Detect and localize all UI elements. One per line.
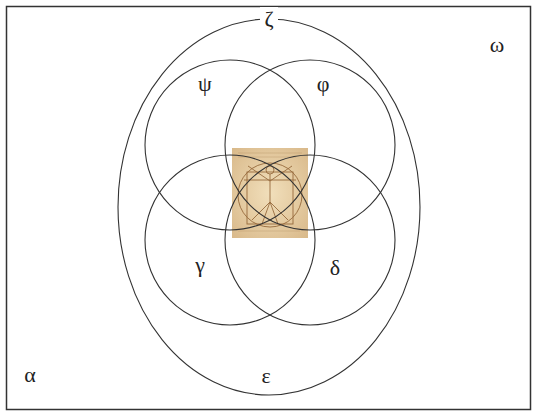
set-label: ζ	[260, 7, 277, 31]
set-circle: φ	[225, 60, 395, 230]
circle-line	[145, 155, 315, 325]
ellipse-line	[118, 19, 420, 395]
set-label: γ	[195, 253, 205, 277]
set-circle: γ	[145, 155, 315, 325]
set-label: δ	[330, 256, 340, 280]
rect-outline	[6, 6, 531, 410]
circle-outline	[145, 60, 315, 230]
set-circle: ψ	[145, 60, 315, 230]
rect-line	[7, 7, 531, 410]
set-label: ε	[261, 364, 270, 388]
set-label: ψ	[198, 72, 212, 96]
universe-box: ω α ζ ε ψ φ γ δ	[6, 6, 531, 410]
circle-line	[225, 155, 395, 325]
set-circle: ζεψφγδ	[118, 19, 420, 395]
set-label: ω	[490, 33, 504, 57]
set-label: φ	[317, 72, 330, 96]
set-circle: δ	[225, 155, 395, 325]
circle-outline	[145, 155, 315, 325]
set-label: α	[24, 363, 36, 387]
circle-line	[225, 60, 395, 230]
circle-outline	[225, 155, 395, 325]
circle-outline	[225, 60, 395, 230]
circle-line	[145, 60, 315, 230]
ellipse-outline	[118, 19, 420, 395]
